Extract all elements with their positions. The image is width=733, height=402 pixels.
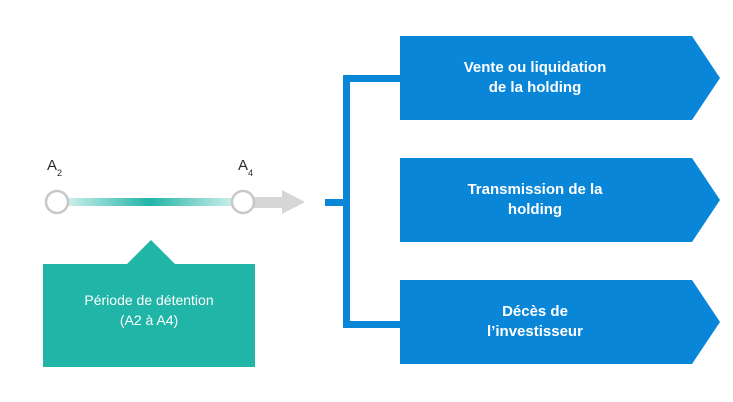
outcome-sale-line-2: de la holding xyxy=(488,79,582,96)
period-box xyxy=(43,240,255,367)
timeline-start-label: A2 xyxy=(47,157,63,178)
outcome-box-death xyxy=(400,280,720,364)
period-line-2: (A2 à A4) xyxy=(119,312,179,328)
outcome-sale-line-1: Vente ou liquidation xyxy=(463,59,607,76)
connector-stub xyxy=(325,199,350,206)
connector-vertical xyxy=(343,75,350,328)
outcome-transmission-line-1: Transmission de la xyxy=(467,181,603,198)
outcome-death-line-1: Décès de xyxy=(502,303,568,320)
connector-branch-3 xyxy=(343,321,403,328)
outcome-label-death: Décès de l’investisseur xyxy=(400,302,670,342)
period-label: Période de détention (A2 à A4) xyxy=(43,290,255,330)
outcome-box-transmission xyxy=(400,158,720,242)
outcome-box-sale xyxy=(400,36,720,120)
connector-branch-1 xyxy=(343,75,403,82)
timeline-arrow-shaft xyxy=(254,197,284,208)
outcome-transmission-line-2: holding xyxy=(507,201,563,218)
timeline-node-end xyxy=(230,189,256,215)
outcome-label-transmission: Transmission de la holding xyxy=(400,180,670,220)
timeline-end-label: A4 xyxy=(238,157,254,178)
period-line-1: Période de détention xyxy=(84,292,214,308)
timeline-bar xyxy=(57,198,243,206)
outcome-label-sale: Vente ou liquidation de la holding xyxy=(400,58,670,98)
timeline-arrow-head xyxy=(282,190,305,214)
outcome-death-line-2: l’investisseur xyxy=(487,323,583,340)
timeline-node-start xyxy=(44,189,70,215)
